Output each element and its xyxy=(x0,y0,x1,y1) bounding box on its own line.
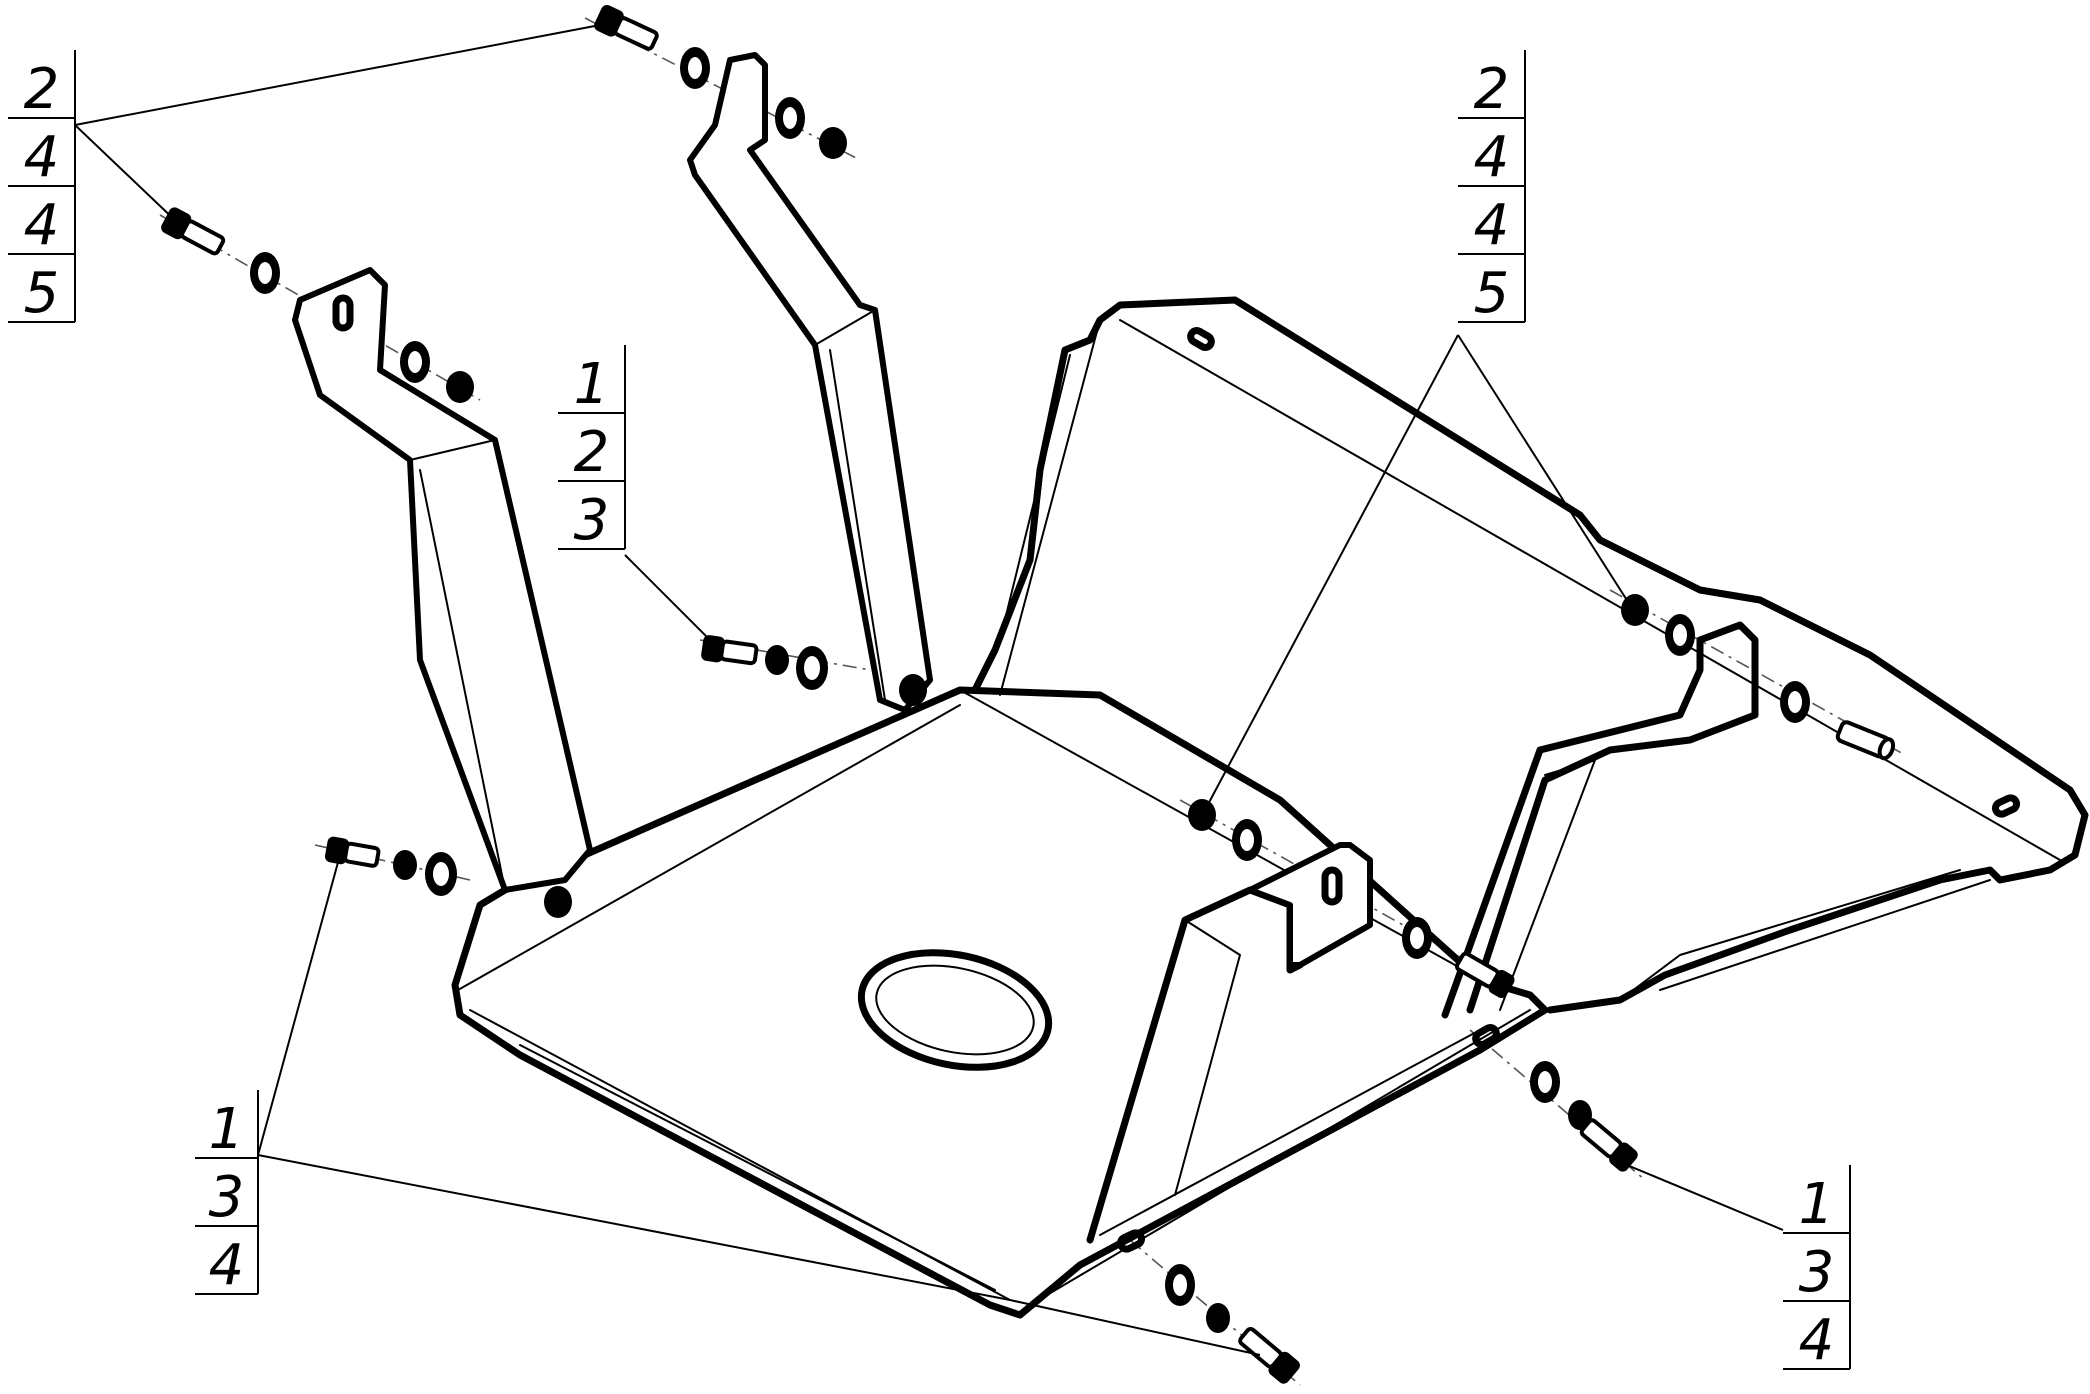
skid-plate xyxy=(451,296,2089,1319)
callout-number: 5 xyxy=(24,261,60,326)
callout-number: 4 xyxy=(1474,125,1510,190)
washers xyxy=(250,47,1810,1306)
callout-bottom-left: 134 xyxy=(195,1090,259,1298)
callout-number: 4 xyxy=(24,193,60,258)
callout-number: 4 xyxy=(24,125,60,190)
callout-number: 1 xyxy=(574,352,610,417)
bolts xyxy=(161,4,1896,1384)
callout-number: 2 xyxy=(24,57,60,122)
callout-number: 4 xyxy=(1799,1308,1835,1373)
callout-number: 4 xyxy=(209,1233,245,1298)
callout-number: 3 xyxy=(574,488,610,553)
leader-lines xyxy=(74,24,1784,1356)
callout-bottom-right: 134 xyxy=(1783,1165,1851,1373)
callout-number: 2 xyxy=(1474,57,1510,122)
callout-middle-left: 123 xyxy=(558,345,626,553)
left-front-bracket xyxy=(292,267,593,893)
callout-number: 3 xyxy=(1799,1240,1835,1305)
nuts xyxy=(393,127,1649,1333)
left-rear-bracket xyxy=(687,52,933,713)
center-axes xyxy=(159,17,1906,1386)
right-front-bracket xyxy=(1182,842,1373,968)
callout-number: 1 xyxy=(1799,1172,1835,1237)
callout-number: 4 xyxy=(1474,193,1510,258)
callout-number: 3 xyxy=(209,1165,245,1230)
callout-number: 2 xyxy=(574,420,610,485)
drain-opening xyxy=(857,949,1053,1071)
callout-number: 5 xyxy=(1474,261,1510,326)
callout-number: 1 xyxy=(209,1097,245,1162)
